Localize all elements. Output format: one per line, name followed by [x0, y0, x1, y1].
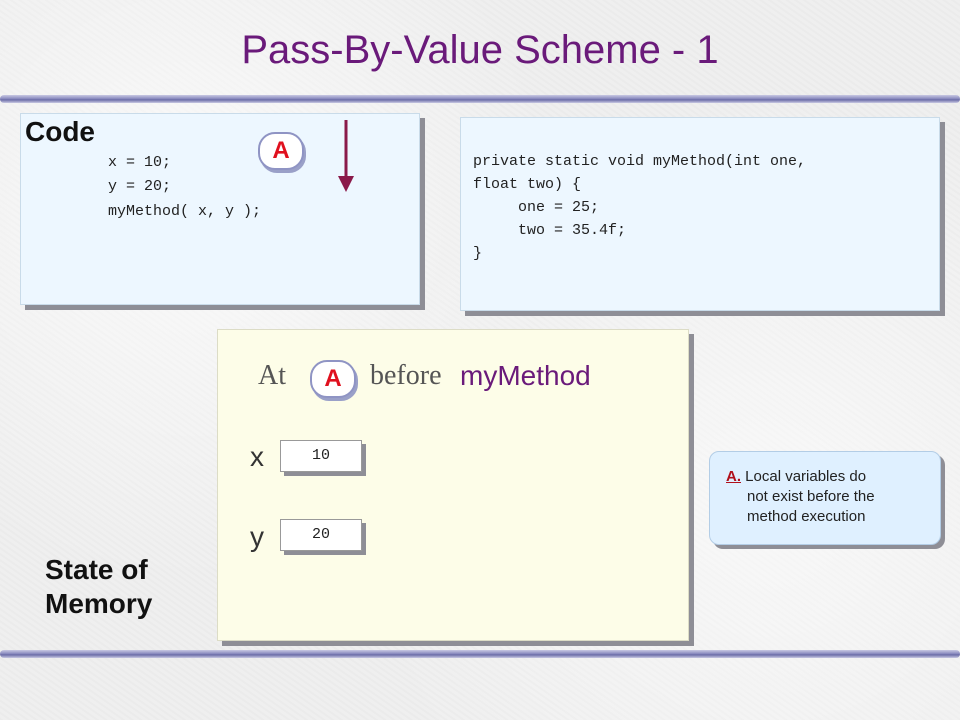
- method-line-2: float two) {: [473, 176, 582, 193]
- top-divider: [0, 95, 960, 103]
- note-text-line-2: not exist before the: [747, 488, 875, 505]
- method-panel: private static void myMethod(int one, fl…: [460, 117, 940, 311]
- memory-panel: At A before myMethod x 10 y 20: [217, 329, 689, 641]
- memory-caption-method: myMethod: [460, 360, 591, 391]
- method-line-5: }: [473, 245, 483, 262]
- code-line-1: x = 10;: [108, 154, 172, 171]
- code-line-3: myMethod( x, y );: [108, 203, 262, 220]
- slide-title: Pass-By-Value Scheme - 1: [241, 28, 719, 72]
- memory-caption-at: At: [258, 360, 286, 391]
- method-line-4: two = 35.4f;: [473, 222, 627, 239]
- variable-x-name: x: [250, 441, 264, 472]
- method-line-3: one = 25;: [473, 199, 600, 216]
- note-text-line-3: method execution: [747, 508, 866, 525]
- state-label-line-1: State of: [45, 554, 148, 585]
- variable-y-name: y: [250, 521, 264, 552]
- note-tag: A.: [726, 468, 741, 485]
- method-line-1: private static void myMethod(int one,: [473, 153, 807, 170]
- note-text-line-1: Local variables do: [745, 468, 867, 485]
- bottom-divider: [0, 650, 960, 658]
- state-of-memory-label: State of Memory: [45, 553, 152, 621]
- variable-y-box: 20: [280, 519, 362, 551]
- variable-x-box: 10: [280, 440, 362, 472]
- note-callout: A. Local variables do not exist before t…: [709, 451, 941, 545]
- code-line-2: y = 20;: [108, 178, 172, 195]
- execution-arrow-icon: [338, 120, 354, 192]
- code-marker-a: A: [258, 132, 304, 170]
- code-heading: Code: [25, 116, 95, 147]
- code-panel: Code x = 10; y = 20; myMethod( x, y ); A: [20, 113, 420, 305]
- memory-marker-a: A: [310, 360, 356, 398]
- memory-caption-before: before: [370, 360, 442, 391]
- state-label-line-2: Memory: [45, 588, 153, 619]
